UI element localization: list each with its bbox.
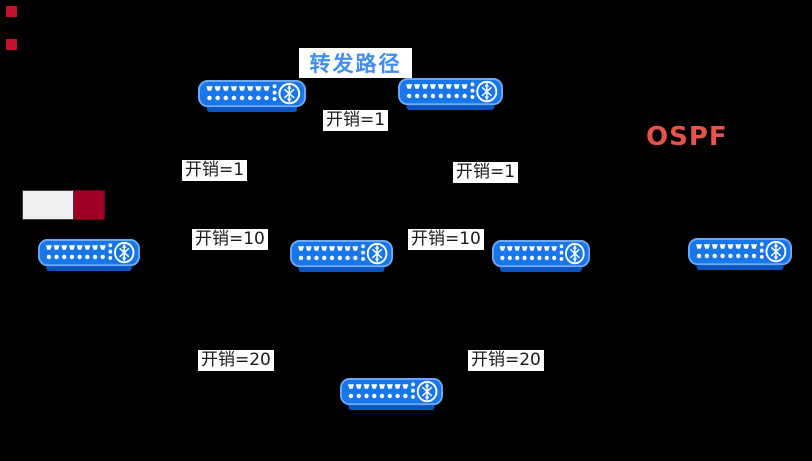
router-mid-far-left	[38, 239, 140, 272]
router-bottom	[340, 378, 443, 411]
cost-label: 开销=1	[453, 162, 519, 183]
legend-bar	[22, 190, 105, 220]
red-marker	[6, 39, 17, 50]
router-far-right	[688, 238, 792, 271]
router-top-right	[398, 78, 503, 111]
cost-label: 开销=10	[408, 229, 484, 250]
cost-label: 开销=10	[192, 229, 268, 250]
red-marker	[6, 6, 17, 17]
cost-label: 开销=1	[323, 110, 389, 131]
forwarding-path-title: 转发路径	[299, 48, 412, 78]
cost-label: 开销=20	[468, 350, 544, 371]
router-top-left	[198, 80, 306, 113]
cost-label: 开销=1	[182, 160, 248, 181]
router-mid-right	[492, 240, 590, 273]
cost-label: 开销=20	[198, 350, 274, 371]
router-mid-center	[290, 240, 393, 273]
legend-crimson-swatch	[74, 190, 105, 220]
ospf-protocol-label: OSPF	[646, 122, 728, 152]
legend-white-swatch	[22, 190, 74, 220]
